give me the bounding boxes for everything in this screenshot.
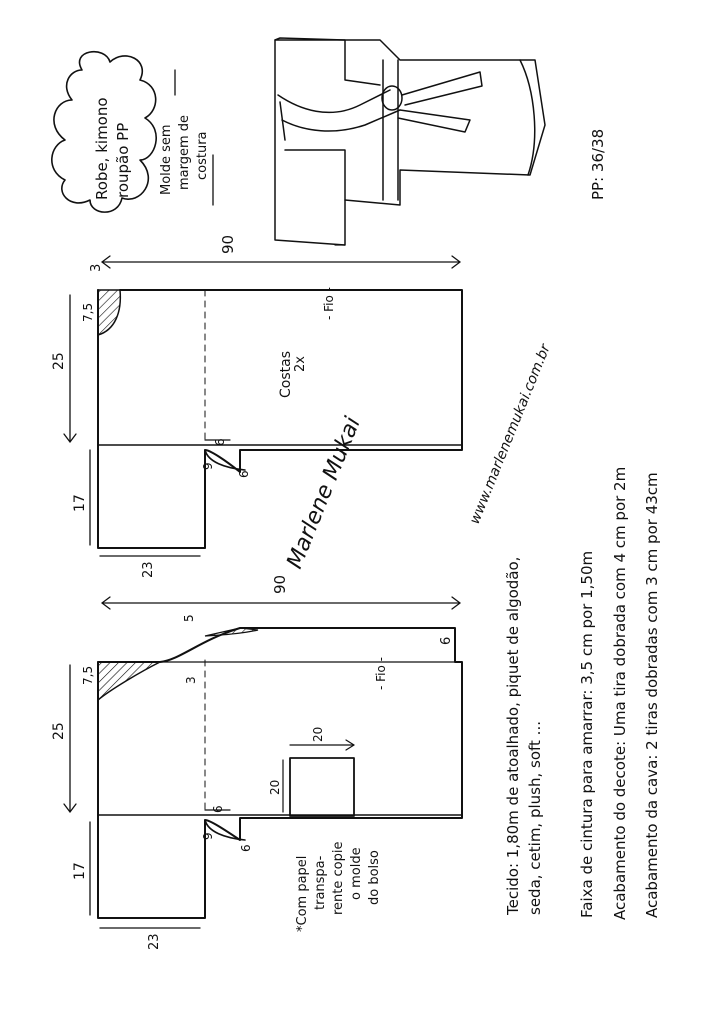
pocket-note-line-5: do bolso [367,850,382,905]
front-underarm-a: 6 [211,805,225,813]
website: www.marlenemukai.com.br [467,341,554,527]
front-sleeve-width-label: 17 [72,862,88,880]
back-piece-name: Costas [278,351,294,398]
front-shoulder-drop-label: 3 [184,676,198,684]
title-line-1: Robe, kimono [93,97,111,200]
molde-note: Molde sem margem de costura [159,69,214,206]
molde-note-line-2: margem de [177,115,192,190]
front-underarm-b: 9 [201,832,215,840]
back-neck-drop-label: 3 [89,264,104,272]
pocket-note-line-4: o molde [349,847,364,900]
back-body-width-label: 25 [51,352,67,370]
back-neck-width-label: 7,5 [81,303,95,322]
signature: Marlene Mukai [282,414,365,573]
molde-note-line-1: Molde sem [159,124,174,195]
instructions-line-4: Acabamento do decote: Uma tira dobrada c… [611,467,629,920]
molde-note-line-3: costura [195,131,210,180]
instructions-line-5: Acabamento da cava: 2 tiras dobradas com… [643,472,661,918]
front-body-width-label: 25 [51,722,67,740]
robe-sketch [274,37,546,246]
back-sleeve-length-label: 23 [141,561,156,578]
pocket-note-line-1: *Com papel [295,856,310,932]
front-piece: 90 5 6 7,5 3 25 17 23 6 9 6 - Fio - 20 2… [51,575,463,950]
signature-block: Marlene Mukai www.marlenemukai.com.br [282,341,554,572]
instructions-line-1: Tecido: 1,80m de atoalhado, piquet de al… [504,557,522,916]
pocket-outline [289,757,355,817]
back-piece-quantity: 2x [293,356,308,372]
front-grain-label: - Fio - [374,657,388,690]
front-length-label: 90 [271,575,289,594]
instructions-line-3: Faixa de cintura para amarrar: 3,5 cm po… [578,551,596,918]
front-neck-width-label: 7,5 [81,666,95,685]
instructions: Tecido: 1,80m de atoalhado, piquet de al… [504,467,661,920]
front-neck-drop-label: 5 [182,614,196,622]
size-label: PP: 36/38 [589,129,607,200]
pocket-note-line-3: rente copie [331,842,346,916]
title-line-2: roupão PP [114,123,132,198]
pocket-height-label: 20 [268,780,282,795]
title-cloud: Robe, kimono roupão PP [51,50,157,213]
instructions-line-2: seda, cetim, plush, soft ... [526,721,544,915]
front-underarm-c: 6 [239,844,253,852]
front-sleeve-length-label: 23 [147,933,162,950]
back-underarm-a: 6 [213,438,227,446]
back-piece: 90 3 7,5 25 17 23 6 9 6 Costas 2x - Fio … [51,235,463,578]
back-underarm-b: 9 [201,462,215,470]
pocket-note-line-2: transpa- [313,855,328,910]
back-sleeve-width-label: 17 [72,494,88,512]
pocket-width-label: 20 [311,727,325,742]
pocket-note: *Com papel transpa- rente copie o molde … [295,842,382,933]
front-hem-width-label: 6 [439,637,454,645]
back-underarm-depth: 6 [237,470,251,478]
back-grain-label: - Fio - [322,287,336,320]
back-length-label: 90 [219,235,237,254]
